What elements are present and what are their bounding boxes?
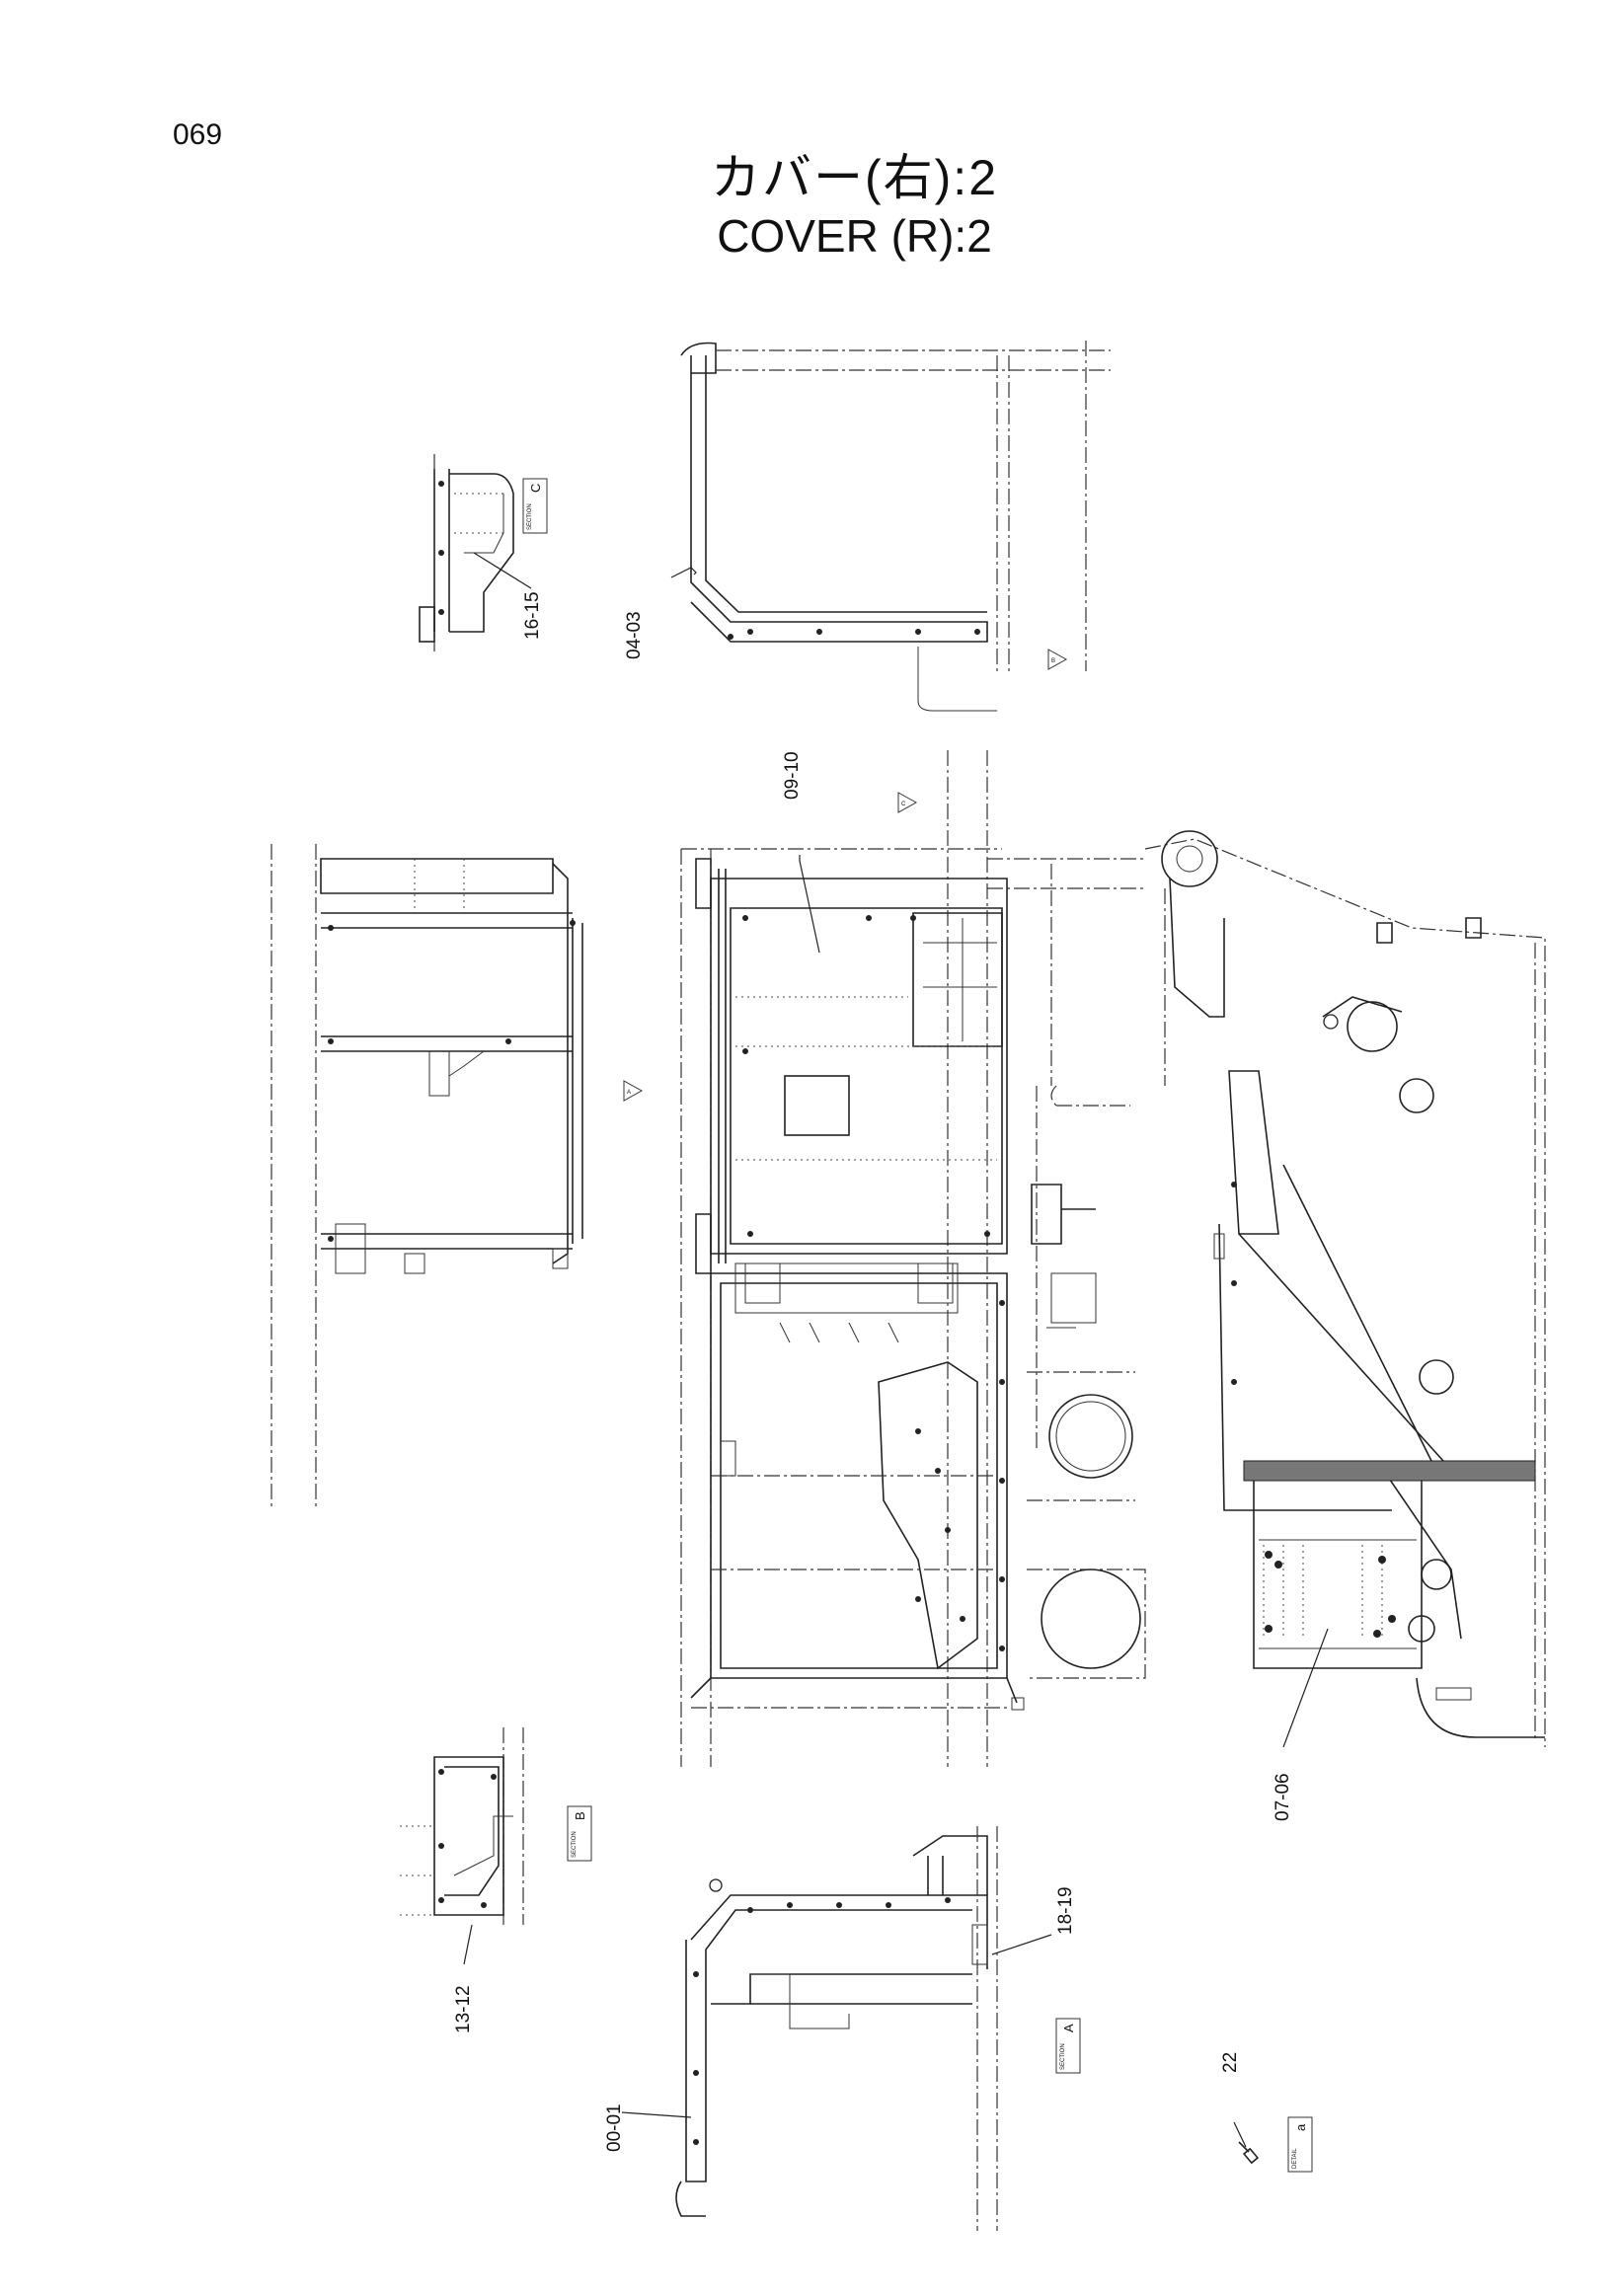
leader-lines — [463, 552, 1329, 2148]
callout-22: 22 — [1220, 2052, 1241, 2073]
detail-tag-a: a DETAIL — [1287, 2116, 1313, 2173]
section-tag-b: B SECTION — [567, 1805, 592, 1862]
detail-tag-a-kind: DETAIL — [1292, 2148, 1298, 2169]
callout-13-12: 13-12 — [453, 1985, 474, 2033]
view-arrow-b-label: B — [1051, 658, 1055, 664]
title-english: COVER (R):2 — [717, 210, 992, 262]
section-tag-a: A SECTION — [1055, 2018, 1081, 2074]
view-arrow-a: A — [623, 1080, 644, 1102]
section-a-cover-view — [675, 1826, 998, 2231]
callout-18-19: 18-19 — [1055, 1886, 1076, 1935]
section-c-view — [419, 454, 514, 651]
section-tag-c-kind: SECTION — [527, 503, 533, 530]
cover-04-03-view — [680, 341, 1111, 712]
callout-labels: 16-15 04-03 09-10 07-06 18-19 13-12 00-0… — [453, 591, 1293, 2152]
section-tag-c: C SECTION — [522, 478, 548, 534]
section-tag-b-letter: B — [573, 1811, 587, 1820]
view-arrow-c: C — [897, 792, 918, 813]
radiator-assembly-view — [270, 844, 583, 1510]
side-frame-view — [1144, 830, 1546, 1747]
section-tag-b-kind: SECTION — [572, 1831, 578, 1858]
page-number: 069 — [173, 118, 223, 151]
callout-09-10: 09-10 — [782, 751, 803, 800]
section-b-view — [400, 1727, 524, 1925]
section-tag-a-letter: A — [1061, 2024, 1076, 2032]
detail-tag-a-letter: a — [1293, 2123, 1308, 2131]
callout-04-03: 04-03 — [624, 611, 645, 659]
title-japanese: カバー(右):2 — [711, 150, 998, 205]
bolt-22-detail — [1238, 2141, 1260, 2165]
callout-07-06: 07-06 — [1273, 1773, 1293, 1821]
callout-00-01: 00-01 — [604, 2104, 625, 2152]
view-arrow-a-label: A — [627, 1090, 631, 1096]
section-tag-a-kind: SECTION — [1060, 2043, 1066, 2070]
callout-16-15: 16-15 — [522, 591, 543, 640]
section-tag-c-letter: C — [528, 484, 543, 493]
view-arrow-c-label: C — [901, 802, 906, 807]
main-frame-view — [680, 750, 1145, 1767]
intermediate-parts-view — [1027, 864, 1146, 1679]
view-arrow-b: B — [1047, 649, 1068, 670]
